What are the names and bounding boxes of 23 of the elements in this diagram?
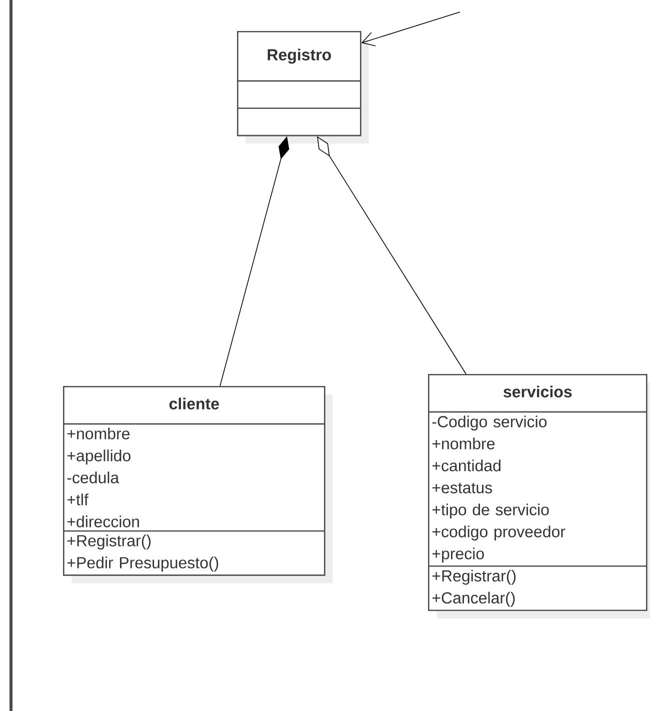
class-box bbox=[237, 31, 369, 144]
attribute-text: +cantidad bbox=[432, 460, 500, 472]
attribute-text: +estatus bbox=[432, 482, 492, 494]
method-text: +Cancelar() bbox=[432, 592, 515, 607]
attribute-text: +tlf bbox=[67, 494, 88, 506]
class-name: Registro bbox=[268, 48, 331, 64]
class-name: servicios bbox=[504, 386, 572, 398]
attribute-text: +direccion bbox=[67, 516, 139, 528]
attribute-text: +codigo proveedor bbox=[432, 526, 566, 541]
attribute-text: -cedula bbox=[67, 472, 120, 484]
class-box bbox=[428, 374, 650, 618]
attribute-text: +apellido bbox=[67, 450, 130, 465]
method-text: +Registrar() bbox=[432, 570, 516, 585]
attribute-text: +tipo de servicio bbox=[432, 504, 549, 519]
attribute-text: -Codigo servicio bbox=[432, 416, 547, 431]
class-box bbox=[63, 386, 333, 584]
connector-arrow bbox=[361, 12, 460, 46]
attribute-text: +nombre bbox=[432, 438, 495, 450]
attribute-text: +nombre bbox=[67, 428, 130, 440]
method-text: +Pedir Presupuesto() bbox=[67, 556, 218, 572]
class-name: cliente bbox=[169, 398, 219, 410]
attribute-text: +precio bbox=[432, 548, 484, 563]
method-text: +Registrar() bbox=[67, 534, 151, 550]
